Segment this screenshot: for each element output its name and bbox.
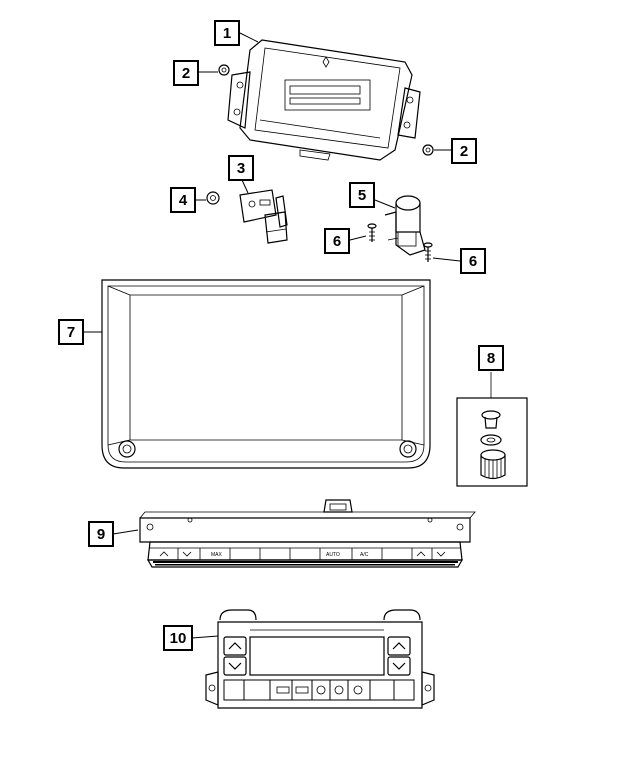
- nut-part-2-left: [218, 64, 230, 76]
- callout-5: 5: [349, 182, 375, 208]
- knob-kit-part-8: [456, 372, 528, 487]
- auto-label: AUTO: [326, 552, 340, 558]
- callout-4: 4: [170, 187, 196, 213]
- callout-8: 8: [478, 345, 504, 371]
- callout-1: 1: [214, 20, 240, 46]
- callout-6-left: 6: [324, 228, 350, 254]
- callout-6-right: 6: [460, 248, 486, 274]
- callout-7: 7: [58, 319, 84, 345]
- callout-2-right: 2: [451, 138, 477, 164]
- panel9-button-labels: MAX AUTO A/C: [211, 552, 369, 558]
- nut-part-2-right: [422, 144, 434, 156]
- callout-2-left: 2: [173, 60, 199, 86]
- callout-10: 10: [163, 625, 193, 651]
- connector-part-5: [384, 195, 426, 256]
- leader-lines: [84, 32, 461, 639]
- screw-part-6-right: [423, 242, 433, 262]
- sensor-part-3: [239, 189, 288, 244]
- display-part-7: [101, 279, 431, 469]
- module-part-1: [227, 39, 421, 161]
- callout-3: 3: [228, 155, 254, 181]
- callout-9: 9: [88, 521, 114, 547]
- ac-label: A/C: [360, 552, 369, 558]
- screw-part-6-left: [367, 223, 377, 242]
- climate-panel-part-9: [139, 499, 476, 568]
- max-label: MAX: [211, 552, 223, 558]
- nut-part-4: [206, 191, 220, 205]
- rear-panel-part-10: [205, 609, 435, 709]
